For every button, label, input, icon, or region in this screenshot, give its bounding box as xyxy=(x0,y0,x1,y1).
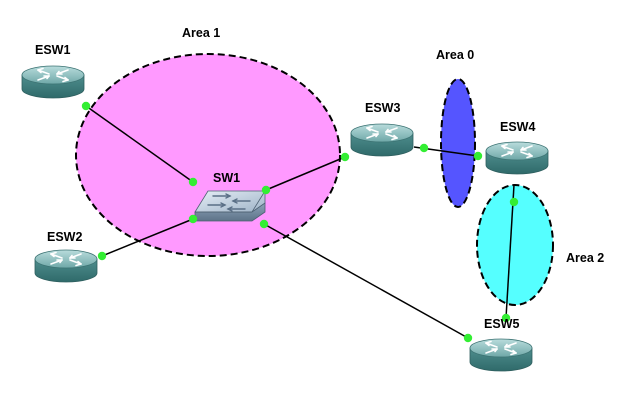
port-dot xyxy=(188,177,198,187)
port-dot xyxy=(463,333,473,343)
area-0-region xyxy=(440,78,476,208)
area-2-region xyxy=(476,184,554,306)
link-sw1-esw3 xyxy=(265,156,346,191)
port-dot xyxy=(81,101,91,111)
esw5-label: ESW5 xyxy=(484,317,519,331)
esw3-label: ESW3 xyxy=(365,101,400,115)
esw1-label: ESW1 xyxy=(35,43,70,57)
port-dots xyxy=(81,101,519,343)
area-1-region xyxy=(75,53,341,257)
link-esw1-sw1 xyxy=(85,105,194,183)
port-dot xyxy=(188,214,198,224)
port-dot xyxy=(261,185,271,195)
esw2-router[interactable] xyxy=(34,249,98,283)
port-dot xyxy=(340,152,350,162)
esw1-router[interactable] xyxy=(21,65,85,99)
router-icon xyxy=(21,65,85,99)
port-dot xyxy=(501,313,511,323)
area-0-label: Area 0 xyxy=(436,48,474,62)
switch-icon xyxy=(194,190,266,222)
link-esw4-esw5 xyxy=(505,184,515,319)
router-icon xyxy=(485,141,549,175)
router-icon xyxy=(350,123,414,157)
esw5-router[interactable] xyxy=(469,338,533,372)
sw1-switch[interactable] xyxy=(194,190,266,222)
area-2-label: Area 2 xyxy=(566,251,604,265)
router-icon xyxy=(469,338,533,372)
port-dot xyxy=(419,143,429,153)
port-dot xyxy=(509,197,519,207)
port-dot xyxy=(473,151,483,161)
link-esw2-sw1 xyxy=(101,218,194,257)
esw4-label: ESW4 xyxy=(500,120,535,134)
router-icon xyxy=(34,249,98,283)
esw2-label: ESW2 xyxy=(47,230,82,244)
port-dot xyxy=(259,219,269,229)
area-1-label: Area 1 xyxy=(182,26,220,40)
link-sw1-esw5 xyxy=(263,223,469,339)
esw3-router[interactable] xyxy=(350,123,414,157)
esw4-router[interactable] xyxy=(485,141,549,175)
sw1-label: SW1 xyxy=(213,171,240,185)
port-dot xyxy=(97,251,107,261)
links xyxy=(85,105,515,339)
